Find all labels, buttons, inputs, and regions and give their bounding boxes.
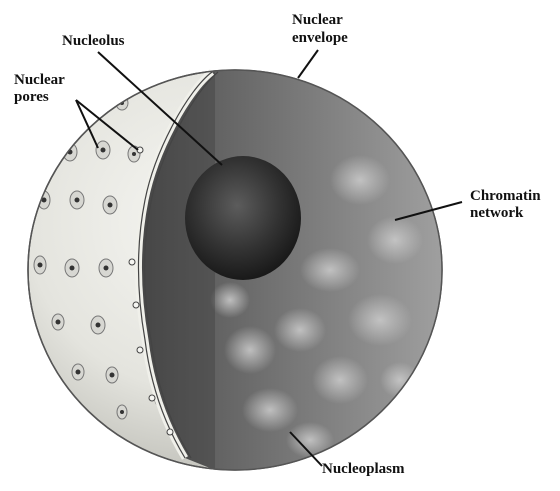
label-nuclear-pores-line1: Nuclear (14, 72, 65, 89)
label-nuclear-envelope-line2: envelope (292, 30, 348, 47)
label-chromatin-line2: network (470, 205, 523, 222)
label-nuclear-pores-line2: pores (14, 89, 49, 106)
label-nucleoplasm: Nucleoplasm (322, 461, 405, 478)
label-nuclear-envelope-line1: Nuclear (292, 12, 343, 29)
label-nucleolus: Nucleolus (62, 33, 125, 50)
nucleolus (185, 156, 301, 280)
label-chromatin-line1: Chromatin (470, 188, 541, 205)
